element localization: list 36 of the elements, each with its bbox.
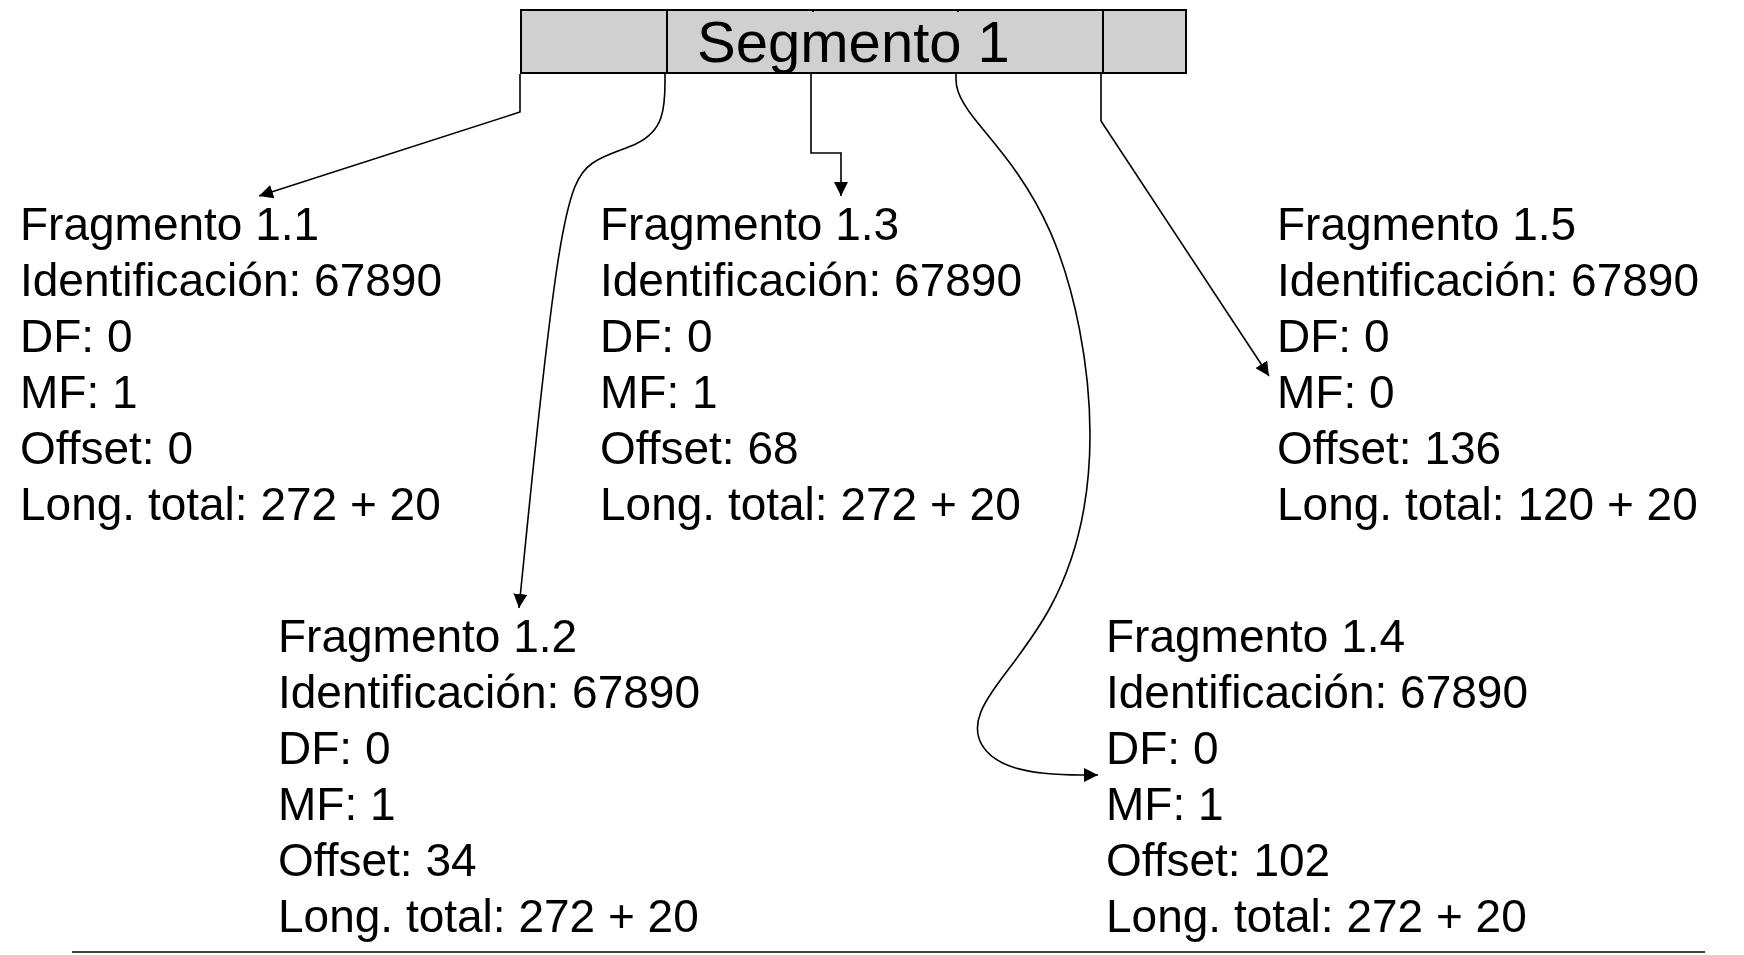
arrow: [1100, 73, 1270, 377]
fragment-field: Long. total: 120 + 20: [1277, 476, 1739, 532]
fragment-field: DF: 0: [600, 308, 1072, 364]
fragment-field: DF: 0: [1106, 720, 1578, 776]
fragment-field: Identificación: 67890: [1277, 252, 1739, 308]
fragment-field: DF: 0: [1277, 308, 1739, 364]
fragment-field: Offset: 136: [1277, 420, 1739, 476]
fragment-field: Long. total: 272 + 20: [600, 476, 1072, 532]
fragment-field: Offset: 102: [1106, 832, 1578, 888]
fragment-field: Identificación: 67890: [20, 252, 492, 308]
fragment-field: Offset: 0: [20, 420, 492, 476]
fragment-field: DF: 0: [20, 308, 492, 364]
fragment-field: MF: 1: [1106, 776, 1578, 832]
fragment-field: MF: 1: [20, 364, 492, 420]
fragment-field: Long. total: 272 + 20: [20, 476, 492, 532]
arrow: [810, 73, 848, 197]
fragment-field: DF: 0: [278, 720, 750, 776]
fragment-title: Fragmento 1.5: [1277, 197, 1578, 252]
fragment-field: Identificación: 67890: [278, 664, 750, 720]
fragment-title: Fragmento 1.4: [1106, 609, 1407, 664]
fragment-field: Long. total: 272 + 20: [278, 888, 750, 944]
fragment-title: Fragmento 1.1: [20, 197, 321, 252]
arrow: [513, 73, 666, 609]
arrow: [955, 73, 1099, 782]
fragment-field: Offset: 34: [278, 832, 750, 888]
segment-bar: Segmento 1: [520, 9, 1187, 74]
fragment-field: MF: 0: [1277, 364, 1739, 420]
fragment-field: Long. total: 272 + 20: [1106, 888, 1578, 944]
fragment-title: Fragmento 1.2: [278, 609, 579, 664]
fragment-field: MF: 1: [278, 776, 750, 832]
fragment-title: Fragmento 1.3: [600, 197, 901, 252]
fragment-field: Identificación: 67890: [600, 252, 1072, 308]
arrow: [258, 73, 521, 199]
fragment-field: Identificación: 67890: [1106, 664, 1578, 720]
fragment-field: Offset: 68: [600, 420, 1072, 476]
fragment-field: MF: 1: [600, 364, 1072, 420]
